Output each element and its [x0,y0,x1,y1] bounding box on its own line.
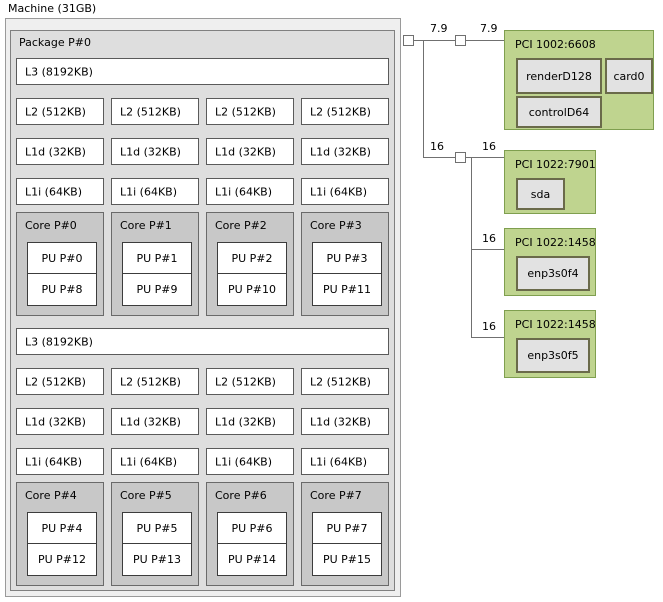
pu-box: PU P#4 [27,512,97,545]
pci-device-net2: PCI 1022:1458 enp3s0f5 [504,310,596,378]
cache-l3-0: L3 (8192KB) [16,58,389,85]
cache-l2-0-1: L2 (512KB) [111,98,199,125]
pu-box: PU P#7 [312,512,382,545]
core-title: Core P#1 [120,219,172,232]
core-box-2: Core P#2 PU P#2 PU P#10 [206,212,294,316]
cache-l2-0-2: L2 (512KB) [206,98,294,125]
osdev-enp3s0f5: enp3s0f5 [516,338,590,373]
core-box-6: Core P#6 PU P#6 PU P#14 [206,482,294,586]
pu-box: PU P#13 [122,543,192,576]
core-title: Core P#4 [25,489,77,502]
pu-box: PU P#14 [217,543,287,576]
bandwidth-label-sata: 16 [482,140,496,153]
host-bridge-square [403,35,414,46]
core-box-3: Core P#3 PU P#3 PU P#11 [301,212,389,316]
osdev-controld64: controlD64 [516,96,602,128]
pci-device-title: PCI 1002:6608 [515,38,596,51]
pci-device-title: PCI 1022:1458 [515,318,596,331]
core-box-7: Core P#7 PU P#7 PU P#15 [301,482,389,586]
cache-l2-1-1: L2 (512KB) [111,368,199,395]
pci-bridge-square-io [455,152,466,163]
core-box-5: Core P#5 PU P#5 PU P#13 [111,482,199,586]
bandwidth-label-host-bridge2: 16 [430,140,444,153]
osdev-enp3s0f4: enp3s0f4 [516,256,590,291]
pci-bridge-square-gpu [455,35,466,46]
link-host-to-bridge [414,40,455,41]
cache-l2-0-0: L2 (512KB) [16,98,104,125]
cache-l1d-0-0: L1d (32KB) [16,138,104,165]
pu-box: PU P#2 [217,242,287,275]
pu-box: PU P#15 [312,543,382,576]
pu-box: PU P#6 [217,512,287,545]
pu-box: PU P#1 [122,242,192,275]
pu-box: PU P#12 [27,543,97,576]
core-title: Core P#5 [120,489,172,502]
core-title: Core P#2 [215,219,267,232]
bandwidth-label-bridge-gpu: 7.9 [480,22,498,35]
bandwidth-label-net2: 16 [482,320,496,333]
link-trunk-vertical [423,40,424,158]
osdev-sda: sda [516,178,565,210]
cache-l1i-0-3: L1i (64KB) [301,178,389,205]
cache-l1d-1-1: L1d (32KB) [111,408,199,435]
pu-box: PU P#5 [122,512,192,545]
link-io-bus-vertical [471,157,472,338]
cache-l1d-0-2: L1d (32KB) [206,138,294,165]
core-box-4: Core P#4 PU P#4 PU P#12 [16,482,104,586]
link-bridge2-to-net2 [471,337,504,338]
pci-device-title: PCI 1022:7901 [515,158,596,171]
core-box-1: Core P#1 PU P#1 PU P#9 [111,212,199,316]
cache-l1i-0-2: L1i (64KB) [206,178,294,205]
cache-l1d-1-0: L1d (32KB) [16,408,104,435]
cache-l1d-0-1: L1d (32KB) [111,138,199,165]
machine-label: Machine (31GB) [8,2,97,15]
cache-l1i-0-0: L1i (64KB) [16,178,104,205]
pci-device-gpu: PCI 1002:6608 renderD128 card0 controlD6… [504,30,654,130]
cache-l2-1-3: L2 (512KB) [301,368,389,395]
cache-l1d-0-3: L1d (32KB) [301,138,389,165]
link-bridge-to-gpu [466,40,504,41]
osdev-card0: card0 [605,58,653,94]
pu-box: PU P#3 [312,242,382,275]
core-title: Core P#6 [215,489,267,502]
bandwidth-label-net1: 16 [482,232,496,245]
pu-box: PU P#10 [217,273,287,306]
cache-l1i-1-2: L1i (64KB) [206,448,294,475]
core-title: Core P#7 [310,489,362,502]
pu-box: PU P#9 [122,273,192,306]
cache-l2-1-2: L2 (512KB) [206,368,294,395]
pci-device-sata: PCI 1022:7901 sda [504,150,596,214]
cache-l2-0-3: L2 (512KB) [301,98,389,125]
cache-l1d-1-3: L1d (32KB) [301,408,389,435]
bandwidth-label-host-bridge: 7.9 [430,22,448,35]
pu-box: PU P#8 [27,273,97,306]
pu-box: PU P#11 [312,273,382,306]
cache-l1i-1-3: L1i (64KB) [301,448,389,475]
cache-l2-1-0: L2 (512KB) [16,368,104,395]
link-trunk-to-bridge2 [423,157,455,158]
cache-l3-1: L3 (8192KB) [16,328,389,355]
pci-device-net1: PCI 1022:1458 enp3s0f4 [504,228,596,296]
package-title: Package P#0 [19,36,91,49]
pu-box: PU P#0 [27,242,97,275]
osdev-renderd128: renderD128 [516,58,602,94]
cache-l1i-1-1: L1i (64KB) [111,448,199,475]
cache-l1i-1-0: L1i (64KB) [16,448,104,475]
cache-l1i-0-1: L1i (64KB) [111,178,199,205]
link-bridge2-to-net1 [471,249,504,250]
cache-l1d-1-2: L1d (32KB) [206,408,294,435]
pci-device-title: PCI 1022:1458 [515,236,596,249]
core-title: Core P#3 [310,219,362,232]
core-title: Core P#0 [25,219,77,232]
core-box-0: Core P#0 PU P#0 PU P#8 [16,212,104,316]
link-bridge2-to-sata [466,157,504,158]
